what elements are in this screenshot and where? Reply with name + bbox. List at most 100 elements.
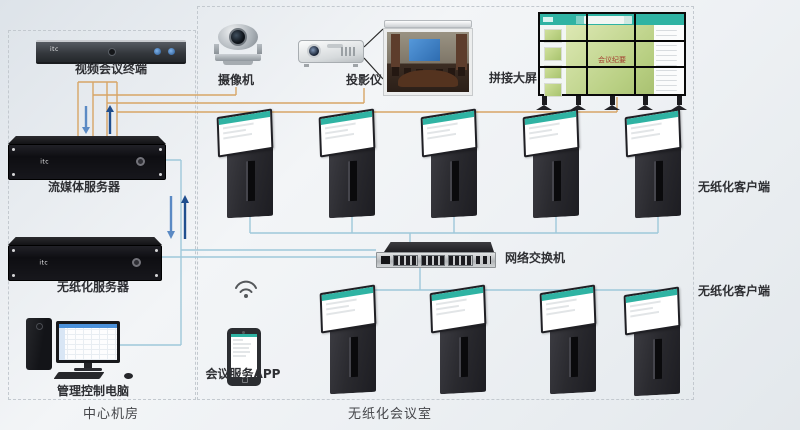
paperless-client-terminal [622,286,692,397]
camera-head [218,24,258,50]
projection-screen [383,20,473,96]
region-conference-room [197,6,694,400]
camera-foot [223,61,253,65]
switch-port-group [448,254,474,266]
camera-base [215,54,261,61]
switch-uplink-ports [476,256,491,264]
downstream-arrow-2 [167,196,175,239]
terminal-slot [349,336,358,378]
phone-screen [231,334,257,377]
room-wood-panel [391,33,401,68]
projector-beam-lines [363,28,384,80]
screen-top-bar [384,20,472,28]
paperless-client-terminal [215,108,285,219]
streaming-server-label: 流媒体服务器 [47,180,120,194]
monitor-stand [84,363,92,368]
terminal-slot [246,160,255,202]
room-display [409,38,441,61]
switch-front [376,252,496,268]
terminal-slot [459,336,468,378]
projector-label: 投影仪 [345,73,382,87]
video-terminal-label: 视频会议终端 [74,62,147,76]
paperless-client-terminal [623,108,693,219]
terminal-slot [654,160,663,202]
paperless-client-bottom-label: 无纸化客户端 [697,284,770,298]
switch-port-group [392,254,418,266]
conference-app-phone [227,328,261,386]
terminal-led [154,48,161,55]
pc-monitor [56,321,120,363]
projector-body [298,40,364,63]
room-table [397,70,459,88]
paperless-client-terminal [538,284,608,395]
conference-room-label: 无纸化会议室 [347,407,432,422]
projector [298,40,364,67]
screen-canvas [383,28,473,96]
terminal-mic-dot [108,48,116,56]
paperless-client-terminal [428,284,498,395]
wall-ui-notes-panel [654,25,684,94]
streaming-media-server: itc [8,136,166,180]
wall-ui-thumbnails [540,25,566,97]
terminal-slot [569,336,578,378]
downstream-arrow-1 [82,106,90,134]
projector-feet [304,64,358,67]
switch-display [381,256,390,264]
server-front: itc [8,144,166,180]
server-top [8,136,166,144]
power-button [135,157,145,166]
switch-port-group [420,254,446,266]
wall-ui-slide: 会议纪要 [566,25,658,94]
paperless-client-terminal [419,108,489,219]
projector-top-vent [327,44,343,48]
terminal-slot [552,160,561,202]
terminal-slot [653,338,662,380]
pc-tower [26,318,52,370]
video-wall-legs [536,96,687,110]
paperless-client-top-label: 无纸化客户端 [697,180,770,194]
power-button [132,258,142,267]
brand-logo: itc [50,46,59,53]
upstream-arrow-2 [181,195,189,239]
video-wall-frame: 会议纪要 [538,12,686,97]
brand-logo: itc [40,158,50,166]
wall-ui-header [540,14,684,25]
room-wood-panel [455,33,467,70]
network-switch-label: 网络交换机 [504,251,565,265]
paperless-server-label: 无纸化服务器 [56,280,129,294]
paperless-server: itc [8,237,162,281]
switch-top [384,242,494,252]
terminal-led [168,48,175,55]
terminal-slot [450,160,459,202]
video-conference-terminal: itc [36,40,186,64]
upstream-arrow-1 [106,105,114,134]
paperless-client-terminal [521,108,591,219]
paperless-client-terminal [318,284,388,395]
projector-side-grill [341,47,357,56]
center-room-label: 中心机房 [82,407,139,422]
terminal-slot [348,160,357,202]
control-pc [26,315,138,381]
wall-slide-text: 会议纪要 [598,55,626,64]
pc-screen-spreadsheet [59,324,117,360]
server-top [8,237,162,245]
network-switch [376,242,496,268]
camera-lens [229,28,247,46]
monitor-base [74,368,102,371]
camera-label: 摄像机 [217,73,254,87]
server-front: itc [8,245,162,281]
video-wall: 会议纪要 [536,12,687,110]
paperless-client-terminal [317,108,387,219]
conference-app-label: 会议服务APP [205,367,281,381]
camera-arms [214,44,262,54]
mouse [124,373,133,379]
brand-logo: itc [39,259,49,267]
wifi-icon [235,280,257,298]
keyboard [53,372,105,379]
ptz-camera [212,24,264,65]
control-pc-label: 管理控制电脑 [56,384,129,398]
room-chairs [391,67,399,77]
projector-lens [307,44,321,58]
region-center-room [8,30,196,400]
